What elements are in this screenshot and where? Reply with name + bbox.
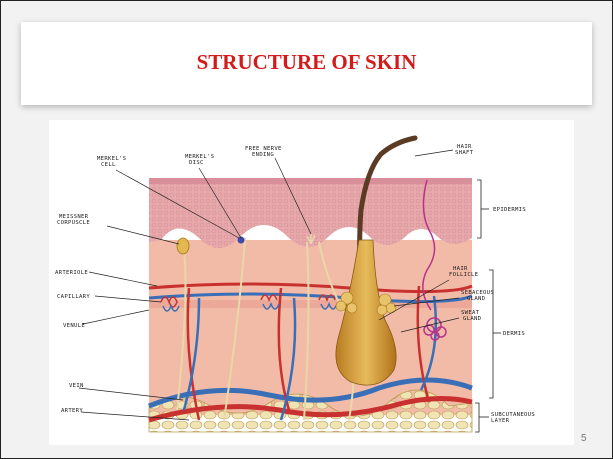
meissner-corpuscle bbox=[177, 238, 189, 254]
label-capillary: CAPILLARY bbox=[57, 294, 90, 300]
label-artery: ARTERY bbox=[61, 408, 83, 414]
label-dermis: DERMIS bbox=[503, 331, 525, 337]
layer-brackets bbox=[475, 180, 501, 432]
page-number: 5 bbox=[581, 433, 587, 444]
label-venule: VENULE bbox=[63, 323, 85, 329]
label-arteriole: ARTERIOLE bbox=[55, 270, 88, 276]
title-box: STRUCTURE OF SKIN bbox=[21, 22, 592, 105]
label-epidermis: EPIDERMIS bbox=[493, 207, 526, 213]
slide-title: STRUCTURE OF SKIN bbox=[21, 50, 592, 75]
label-vein: VEIN bbox=[69, 383, 84, 389]
stratum-corneum bbox=[149, 178, 472, 184]
